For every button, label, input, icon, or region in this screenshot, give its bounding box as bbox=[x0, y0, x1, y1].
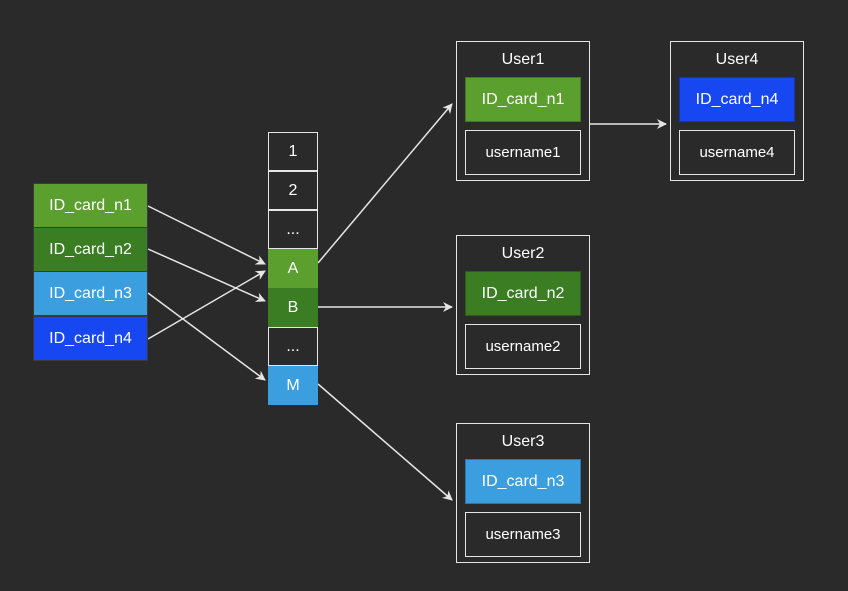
slot-a: A bbox=[268, 249, 318, 288]
user1-title: User1 bbox=[501, 51, 545, 68]
user2-title: User2 bbox=[501, 245, 545, 262]
key-id-card-n1: ID_card_n1 bbox=[33, 183, 148, 228]
slot-b: B bbox=[268, 288, 318, 327]
arrow-n4-to-a bbox=[147, 270, 266, 340]
user4-node: User4 ID_card_n4 username4 bbox=[670, 41, 804, 181]
arrow-m-to-user3 bbox=[317, 383, 453, 501]
slot-ellipsis-1: ... bbox=[268, 210, 318, 249]
user2-id-card: ID_card_n2 bbox=[465, 271, 581, 316]
slot-ellipsis-2: ... bbox=[268, 327, 318, 366]
key-id-card-n4: ID_card_n4 bbox=[33, 316, 148, 361]
slot-1: 1 bbox=[268, 132, 318, 171]
user4-username: username4 bbox=[679, 130, 795, 175]
user2-username: username2 bbox=[465, 324, 581, 369]
user3-title: User3 bbox=[501, 433, 545, 450]
slot-m: M bbox=[268, 366, 318, 405]
user1-id-card: ID_card_n1 bbox=[465, 77, 581, 122]
key-id-card-n2: ID_card_n2 bbox=[33, 227, 148, 272]
arrow-n2-to-b bbox=[147, 248, 266, 302]
user1-username: username1 bbox=[465, 130, 581, 175]
user3-username: username3 bbox=[465, 512, 581, 557]
user1-node: User1 ID_card_n1 username1 bbox=[456, 41, 590, 181]
arrow-n1-to-a bbox=[147, 205, 266, 265]
arrow-a-to-user1 bbox=[317, 103, 453, 264]
slot-2: 2 bbox=[268, 171, 318, 210]
user3-node: User3 ID_card_n3 username3 bbox=[456, 423, 590, 563]
user2-node: User2 ID_card_n2 username2 bbox=[456, 235, 590, 375]
user4-title: User4 bbox=[715, 51, 759, 68]
key-id-card-n3: ID_card_n3 bbox=[33, 271, 148, 316]
user3-id-card: ID_card_n3 bbox=[465, 459, 581, 504]
arrow-n3-to-m bbox=[147, 292, 266, 381]
user4-id-card: ID_card_n4 bbox=[679, 77, 795, 122]
